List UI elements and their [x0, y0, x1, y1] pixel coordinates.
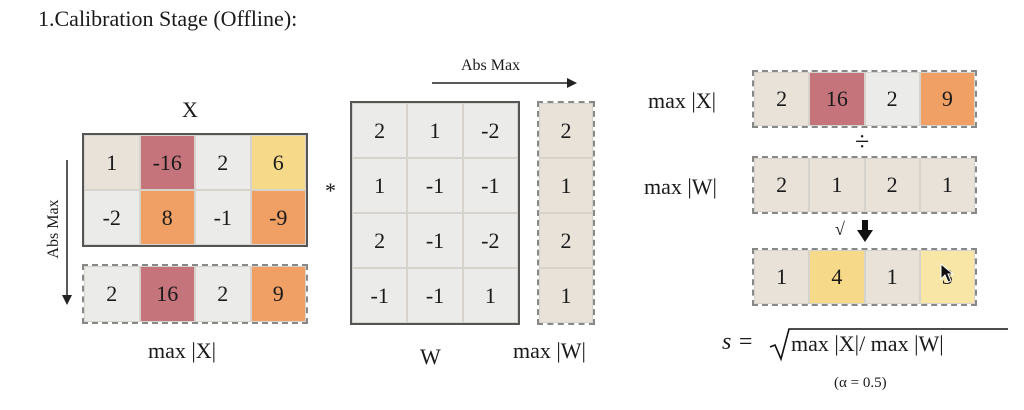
w-cell: -2 — [462, 103, 518, 158]
w-matrix: 2 1 -2 1 -1 -1 2 -1 -2 -1 -1 1 — [350, 101, 520, 325]
w-cell: -1 — [407, 213, 463, 268]
w-cell: 1 — [407, 103, 463, 158]
right-max-w-cell: 1 — [919, 158, 975, 212]
x-matrix-label: X — [182, 97, 198, 122]
max-w-cell: 1 — [539, 268, 593, 323]
page-title: 1.Calibration Stage (Offline): — [38, 6, 298, 31]
s-cell: 4 — [809, 250, 865, 304]
w-cell: -1 — [407, 268, 463, 323]
max-w-cell: 2 — [539, 103, 593, 158]
sqrt-radical-icon — [769, 328, 1008, 362]
abs-max-side-label: Abs Max — [45, 199, 62, 259]
x-cell: -1 — [195, 190, 251, 245]
s-cell: 1 — [754, 250, 810, 304]
w-cell: 1 — [462, 268, 518, 323]
right-max-x-cell: 9 — [919, 72, 975, 126]
max-w-label: max |W| — [513, 338, 586, 363]
cursor-icon — [940, 262, 955, 283]
right-max-x-label: max |X| — [648, 88, 717, 113]
max-x-cell: 9 — [250, 266, 306, 322]
multiply-operator: * — [325, 178, 336, 203]
max-w-cell: 2 — [539, 213, 593, 268]
right-arrow-icon — [432, 78, 577, 88]
down-arrow-icon — [62, 160, 72, 305]
formula-lhs: s = — [722, 329, 754, 355]
x-cell: -2 — [84, 190, 140, 245]
max-x-cell: 16 — [139, 266, 195, 322]
w-cell: 2 — [352, 103, 408, 158]
max-w-cell: 1 — [539, 158, 593, 213]
max-x-row: 2 16 2 9 — [82, 264, 308, 324]
alpha-note: (α = 0.5) — [834, 375, 887, 391]
max-x-cell: 2 — [195, 266, 251, 322]
w-cell: -1 — [352, 268, 408, 323]
divide-operator: ÷ — [855, 127, 870, 156]
x-cell: 1 — [84, 135, 140, 190]
w-cell: 1 — [352, 158, 408, 213]
formula-radicand: max |X|/ max |W| — [791, 331, 944, 356]
x-cell: -16 — [139, 135, 195, 190]
s-cell: 1 — [864, 250, 920, 304]
w-matrix-label: W — [420, 344, 441, 369]
x-cell: 6 — [250, 135, 306, 190]
abs-max-top-label: Abs Max — [461, 57, 521, 74]
w-cell: -2 — [462, 213, 518, 268]
w-cell: 2 — [352, 213, 408, 268]
right-max-w-row: 2 1 2 1 — [752, 156, 977, 214]
right-max-w-cell: 2 — [754, 158, 810, 212]
right-max-w-cell: 2 — [864, 158, 920, 212]
max-w-column: 2 1 2 1 — [537, 101, 595, 325]
w-cell: -1 — [407, 158, 463, 213]
x-cell: -9 — [250, 190, 306, 245]
right-max-x-cell: 2 — [864, 72, 920, 126]
right-max-x-cell: 2 — [754, 72, 810, 126]
sqrt-operator: √ — [835, 219, 845, 239]
max-x-cell: 2 — [84, 266, 140, 322]
right-max-w-label: max |W| — [644, 174, 717, 199]
right-max-x-row: 2 16 2 9 — [752, 70, 977, 128]
x-cell: 2 — [195, 135, 251, 190]
max-x-label: max |X| — [148, 338, 217, 363]
x-cell: 8 — [139, 190, 195, 245]
x-matrix: 1 -16 2 6 -2 8 -1 -9 — [82, 133, 308, 247]
right-max-w-cell: 1 — [809, 158, 865, 212]
right-max-x-cell: 16 — [809, 72, 865, 126]
w-cell: -1 — [462, 158, 518, 213]
down-arrow-icon — [857, 220, 873, 242]
